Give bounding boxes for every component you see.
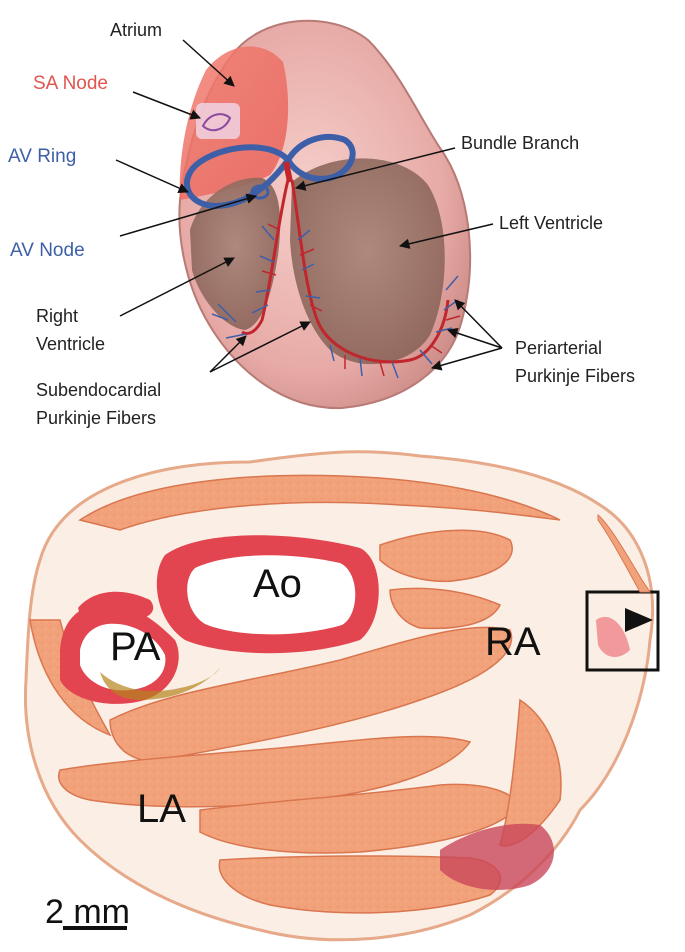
- purkinje-fibers: [211, 225, 459, 379]
- label-sa-node: SA Node: [33, 73, 108, 94]
- av-ring: [183, 133, 356, 210]
- label-subendocardial-1: Subendocardial: [36, 380, 162, 400]
- stain-region: [440, 823, 554, 890]
- bundle-of-his: [283, 161, 293, 183]
- pa-blood: [100, 668, 220, 700]
- left-ventricle-cavity: [290, 158, 445, 365]
- inset-arrow-icon: [625, 608, 653, 632]
- label-right-ventricle-2: Ventricle: [36, 334, 106, 354]
- right-strip: [597, 513, 651, 593]
- tissue-outline: [23, 450, 655, 942]
- purkinje-red-branches: [261, 223, 461, 377]
- label-av-node: AV Node: [10, 240, 85, 261]
- label-ao: Ao: [253, 562, 302, 606]
- label-subendocardial-2: Purkinje Fibers: [36, 408, 157, 428]
- sa-node-patch: [196, 103, 240, 139]
- av-node: [250, 184, 270, 200]
- pa-wall-upper: [78, 591, 154, 622]
- label-periarterial-2: Purkinje Fibers: [515, 366, 636, 386]
- label-atrium: Atrium: [110, 20, 163, 40]
- label-right-ventricle-1: Right: [36, 306, 79, 326]
- label-left-ventricle: Left Ventricle: [499, 213, 604, 233]
- label-ra: RA: [485, 620, 541, 664]
- label-av-ring: AV Ring: [8, 146, 77, 167]
- heart-diagram: [115, 19, 503, 410]
- label-bundle-branch: Bundle Branch: [461, 133, 580, 153]
- sa-node-shape: [201, 113, 232, 132]
- inset-tissue: [596, 616, 630, 657]
- scale-bar-label: 2 mm: [45, 893, 130, 931]
- label-pa: PA: [110, 625, 161, 669]
- label-periarterial-1: Periarterial: [515, 338, 603, 358]
- label-la: LA: [137, 787, 186, 831]
- leader-lines: [115, 39, 503, 373]
- inset-box: [585, 590, 660, 672]
- right-bundle-branch: [241, 179, 290, 335]
